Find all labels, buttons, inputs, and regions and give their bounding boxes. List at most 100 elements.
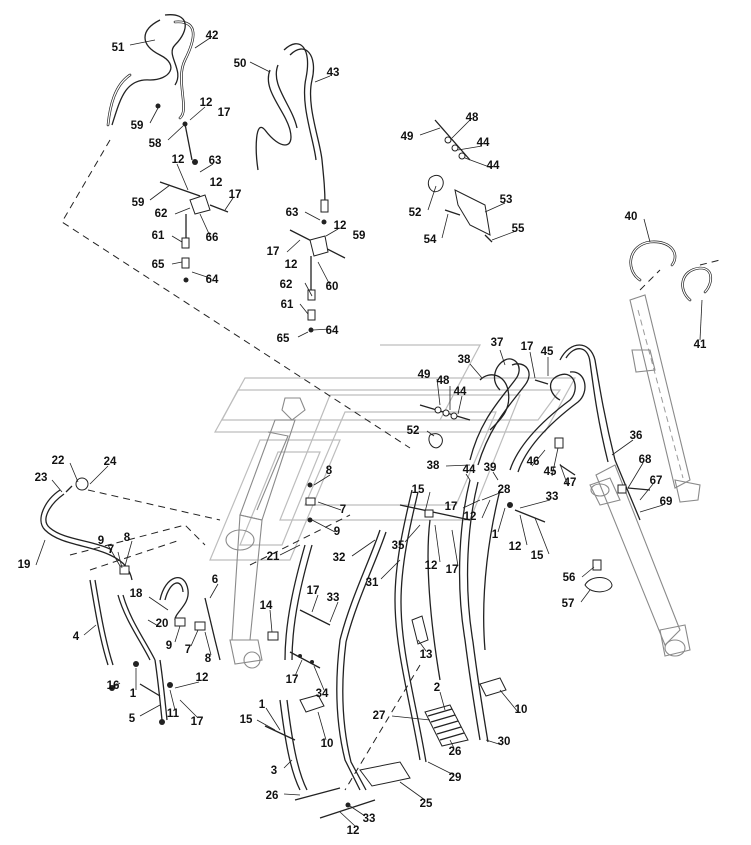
callout-number: 17 <box>267 246 280 258</box>
callout-number: 53 <box>500 194 513 206</box>
callout-number: 23 <box>35 472 48 484</box>
callout-number: 17 <box>521 341 534 353</box>
callout-number: 59 <box>131 120 144 132</box>
callout-number: 8 <box>205 653 212 665</box>
callout-number: 64 <box>206 274 219 286</box>
callout-number: 13 <box>420 649 433 661</box>
callout-number: 30 <box>498 736 511 748</box>
callout-number: 57 <box>562 598 575 610</box>
callout-number: 33 <box>327 592 340 604</box>
callout-number: 61 <box>281 299 294 311</box>
callout-number: 52 <box>407 425 420 437</box>
callout-number: 12 <box>200 97 213 109</box>
callout-number: 44 <box>454 386 467 398</box>
callout-number: 59 <box>353 230 366 242</box>
callout-number: 14 <box>260 600 273 612</box>
callout-number: 12 <box>347 825 360 837</box>
callout-number: 37 <box>491 337 504 349</box>
callout-number: 9 <box>334 526 340 538</box>
callout-number: 1 <box>259 699 266 711</box>
callout-number: 2 <box>434 682 440 694</box>
callout-number: 21 <box>267 551 280 563</box>
callout-number: 31 <box>366 577 379 589</box>
callout-number: 33 <box>546 491 559 503</box>
callout-number: 62 <box>155 208 168 220</box>
ring-hoses <box>629 240 713 302</box>
callout-number: 18 <box>130 588 143 600</box>
callout-number: 17 <box>286 674 299 686</box>
bracket-assembly-53 <box>427 119 493 243</box>
callout-number: 1 <box>130 688 137 700</box>
callout-number: 12 <box>210 177 223 189</box>
callout-number: 3 <box>271 765 277 777</box>
callout-number: 44 <box>477 137 490 149</box>
callout-number: 12 <box>196 672 209 684</box>
callout-number: 12 <box>285 259 298 271</box>
watermark-logo <box>209 344 577 561</box>
callout-number: 34 <box>316 688 329 700</box>
small-fittings <box>264 379 651 819</box>
callout-number: 43 <box>327 67 340 79</box>
hose-bundle-center <box>419 344 641 521</box>
callout-number: 29 <box>449 772 462 784</box>
callout-number: 52 <box>409 207 422 219</box>
callout-number: 11 <box>167 708 180 720</box>
callout-number: 45 <box>544 466 557 478</box>
callout-number: 48 <box>437 375 450 387</box>
callout-number: 8 <box>326 465 333 477</box>
callout-number: 7 <box>185 644 191 656</box>
callout-leaders <box>35 37 703 827</box>
callout-number: 56 <box>563 572 576 584</box>
left-hose-group <box>40 477 221 725</box>
hose-assembly-51 <box>106 14 198 165</box>
callout-number: 10 <box>515 704 528 716</box>
callout-number: 15 <box>412 484 425 496</box>
right-hydraulic-cylinders <box>589 294 701 657</box>
callout-number: 60 <box>326 281 339 293</box>
callout-number: 28 <box>498 484 511 496</box>
callout-number: 27 <box>373 710 386 722</box>
callout-number: 65 <box>277 333 290 345</box>
callout-number: 55 <box>512 223 525 235</box>
left-hydraulic-cylinder <box>225 397 306 669</box>
mounting-plates <box>299 615 507 787</box>
callout-number: 44 <box>463 464 476 476</box>
callout-number: 61 <box>152 230 165 242</box>
callout-number: 15 <box>531 550 544 562</box>
callout-number: 26 <box>449 746 462 758</box>
callout-number: 4 <box>73 631 80 643</box>
callout-number: 59 <box>132 197 145 209</box>
callout-number: 17 <box>218 107 231 119</box>
callout-number: 41 <box>694 339 707 351</box>
callout-number: 49 <box>401 131 414 143</box>
callout-number: 12 <box>172 154 185 166</box>
callout-number: 65 <box>152 259 165 271</box>
callout-number: 8 <box>124 532 131 544</box>
callout-number: 39 <box>484 462 497 474</box>
callout-number: 24 <box>104 456 117 468</box>
callout-number: 19 <box>18 559 31 571</box>
callout-number: 48 <box>466 112 479 124</box>
callout-number: 9 <box>98 535 104 547</box>
callout-number: 22 <box>52 455 65 467</box>
callout-number: 36 <box>630 430 643 442</box>
callout-number: 58 <box>149 138 162 150</box>
callout-number: 16 <box>107 680 120 692</box>
callout-number: 20 <box>156 618 169 630</box>
callout-number: 49 <box>418 369 431 381</box>
callout-number: 10 <box>321 738 334 750</box>
callout-number: 12 <box>334 220 347 232</box>
callout-number: 54 <box>424 234 437 246</box>
callout-number: 42 <box>206 30 219 42</box>
callout-number: 17 <box>191 716 204 728</box>
callout-number: 62 <box>280 279 293 291</box>
callout-number: 50 <box>234 58 247 70</box>
callout-number: 69 <box>660 496 673 508</box>
callout-number: 7 <box>340 504 346 516</box>
callout-number: 35 <box>392 540 405 552</box>
callout-number: 51 <box>112 42 125 54</box>
callout-number: 66 <box>206 232 219 244</box>
callout-number: 12 <box>464 511 477 523</box>
